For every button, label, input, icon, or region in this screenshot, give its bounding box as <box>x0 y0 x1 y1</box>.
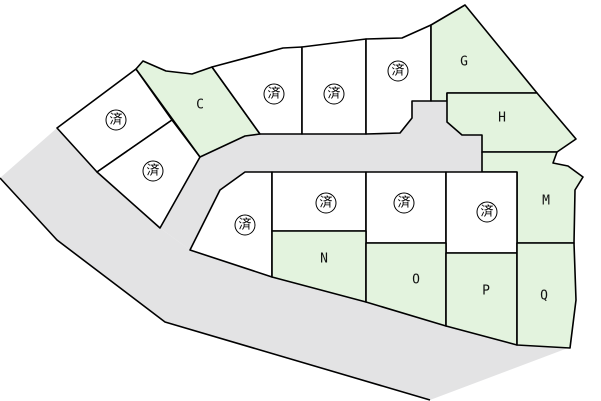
lot-label-N: N <box>320 252 328 267</box>
lot-label-Q: Q <box>540 289 548 304</box>
sold-mark-lot-2: 済 <box>142 160 164 182</box>
main-road <box>0 128 568 400</box>
sold-mark-lot-4: 済 <box>263 83 285 105</box>
lot-label-M: M <box>542 194 550 209</box>
sold-mark-lot-6: 済 <box>387 60 409 82</box>
svg-text:済: 済 <box>146 163 159 179</box>
svg-text:済: 済 <box>397 195 410 211</box>
svg-text:済: 済 <box>109 112 122 128</box>
sold-mark-lot-1: 済 <box>105 109 127 131</box>
sold-mark-lot-12: 済 <box>476 201 498 223</box>
lot-Q[interactable] <box>516 242 577 349</box>
svg-text:済: 済 <box>319 195 332 211</box>
lot-label-O: O <box>412 273 420 288</box>
sold-mark-lot-11: 済 <box>393 192 415 214</box>
road-edge <box>0 177 431 401</box>
lot-G[interactable] <box>430 4 538 102</box>
lot-label-H: H <box>498 111 506 126</box>
svg-text:済: 済 <box>480 204 493 220</box>
svg-text:済: 済 <box>327 86 340 102</box>
svg-text:済: 済 <box>267 86 280 102</box>
sold-mark-lot-10: 済 <box>315 192 337 214</box>
sold-mark-lot-9: 済 <box>234 214 256 236</box>
lot-label-G: G <box>460 55 468 70</box>
lot-9[interactable] <box>189 171 273 278</box>
lot-label-C: C <box>196 98 204 113</box>
svg-text:済: 済 <box>238 217 251 233</box>
lot-label-P: P <box>482 284 490 299</box>
sold-mark-lot-5: 済 <box>323 83 345 105</box>
svg-text:済: 済 <box>391 63 404 79</box>
